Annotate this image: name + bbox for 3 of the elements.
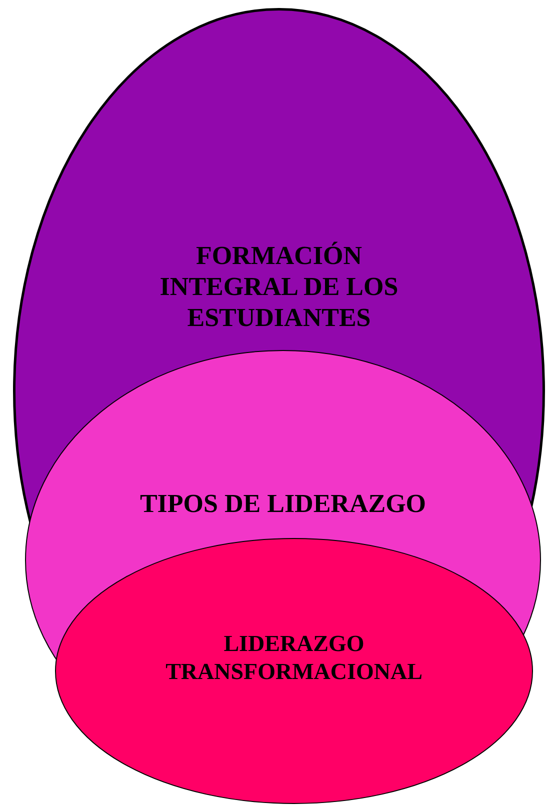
ellipse-label: TIPOS DE LIDERAZGO [138,488,428,520]
ellipse-label: LIDERAZGO TRANSFORMACIONAL [164,630,424,686]
ellipse-label: FORMACIÓN INTEGRAL DE LOS ESTUDIANTES [158,240,400,334]
